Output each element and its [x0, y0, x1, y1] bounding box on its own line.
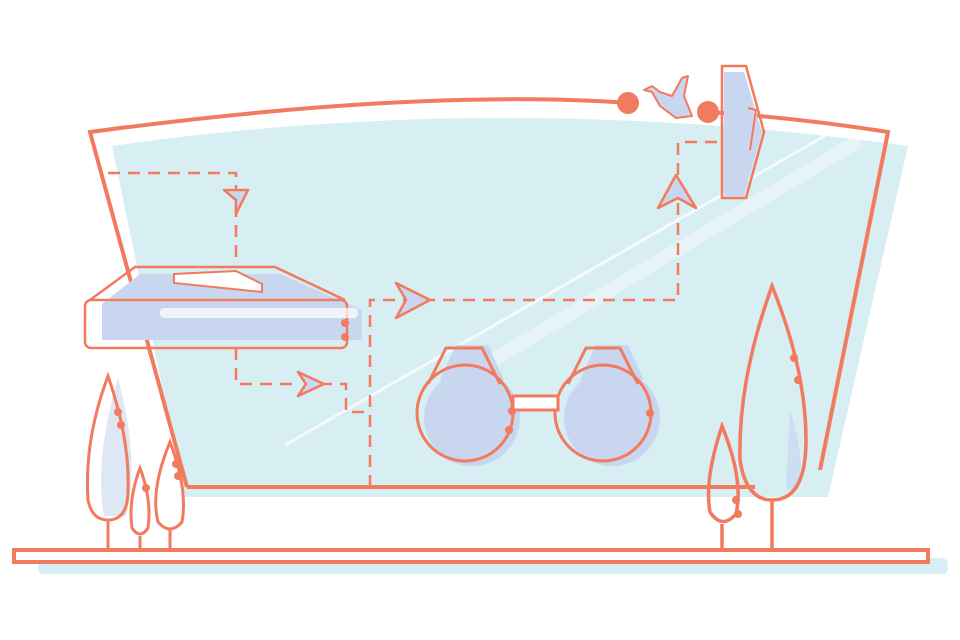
- arrow-icon: [222, 173, 698, 398]
- scanner-icon: [83, 265, 362, 350]
- tree-icon: [85, 281, 808, 550]
- bird-icon: [617, 75, 719, 123]
- window-glass: [112, 118, 908, 497]
- binoculars-icon: [415, 345, 660, 466]
- ground: [12, 548, 948, 574]
- dashed-flow-lines: [108, 140, 720, 487]
- mirror-panel-icon: [720, 64, 766, 200]
